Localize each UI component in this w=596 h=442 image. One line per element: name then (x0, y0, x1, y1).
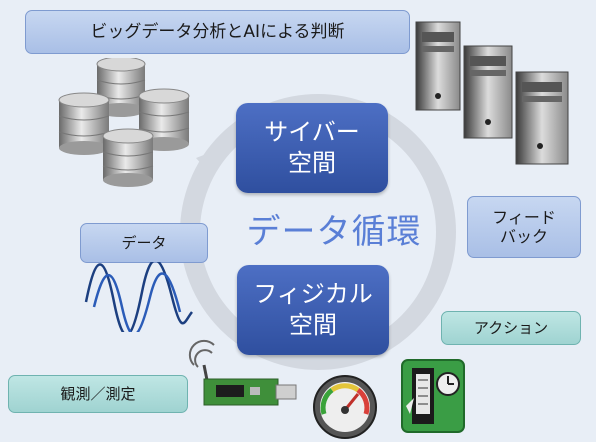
data-label: データ (80, 223, 208, 263)
action-label: アクション (441, 311, 581, 345)
database-cylinder (102, 128, 154, 187)
physical-space-line1: フィジカル (253, 279, 373, 308)
observe-label: 観測／測定 (8, 375, 188, 413)
data-cycle-label: データ循環 (246, 212, 422, 252)
physical-space-box: フィジカル 空間 (237, 265, 389, 355)
database-cylinder (58, 92, 110, 155)
sensor-board-icon (188, 339, 297, 406)
feedback-line1: フィード (492, 207, 556, 227)
server-tower-icon (415, 21, 569, 165)
server-tower (415, 21, 461, 111)
cyber-space-line2: 空間 (288, 149, 336, 177)
server-tower (463, 45, 513, 139)
database-stack-icon (58, 58, 190, 187)
waveform-icon (84, 262, 193, 332)
gauge-meter-icon (313, 375, 377, 439)
cyber-space-line1: サイバー (264, 117, 360, 146)
feedback-line2: バック (499, 227, 548, 246)
server-tower (515, 71, 569, 165)
physical-space-line2: 空間 (289, 311, 337, 339)
top-analysis-label: ビッグデータ分析とAIによる判断 (25, 10, 410, 54)
chip-module-icon (401, 359, 465, 433)
feedback-label: フィード バック (467, 196, 581, 258)
cyber-space-box: サイバー 空間 (236, 103, 388, 193)
